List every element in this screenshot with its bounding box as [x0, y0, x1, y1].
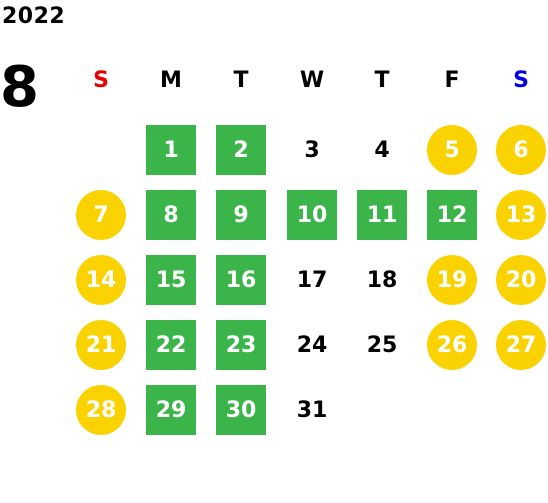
year-label: 2022 — [2, 4, 66, 29]
day-cell-22[interactable]: 22 — [146, 320, 196, 370]
day-cell-12[interactable]: 12 — [427, 190, 477, 240]
day-cell-9[interactable]: 9 — [216, 190, 266, 240]
day-cell-13[interactable]: 13 — [496, 190, 546, 240]
weekday-tue: T — [233, 68, 249, 93]
weekday-wed: W — [299, 68, 325, 93]
day-cell-8[interactable]: 8 — [146, 190, 196, 240]
day-cell-17[interactable]: 17 — [296, 267, 328, 293]
day-cell-30[interactable]: 30 — [216, 385, 266, 435]
day-cell-20[interactable]: 20 — [496, 255, 546, 305]
weekday-sat: S — [513, 68, 529, 93]
weekday-mon: M — [160, 68, 182, 93]
day-cell-31[interactable]: 31 — [296, 397, 328, 423]
day-cell-27[interactable]: 27 — [496, 320, 546, 370]
day-cell-5[interactable]: 5 — [427, 125, 477, 175]
day-cell-18[interactable]: 18 — [366, 267, 398, 293]
day-cell-16[interactable]: 16 — [216, 255, 266, 305]
day-cell-21[interactable]: 21 — [76, 320, 126, 370]
day-cell-11[interactable]: 11 — [357, 190, 407, 240]
day-cell-23[interactable]: 23 — [216, 320, 266, 370]
day-cell-1[interactable]: 1 — [146, 125, 196, 175]
day-cell-25[interactable]: 25 — [366, 332, 398, 358]
weekday-fri: F — [444, 68, 460, 93]
weekday-thu: T — [374, 68, 390, 93]
month-number: 8 — [0, 55, 39, 120]
weekday-sun: S — [93, 68, 109, 93]
day-cell-29[interactable]: 29 — [146, 385, 196, 435]
day-cell-28[interactable]: 28 — [76, 385, 126, 435]
day-cell-3[interactable]: 3 — [304, 137, 320, 163]
day-cell-7[interactable]: 7 — [76, 190, 126, 240]
day-cell-19[interactable]: 19 — [427, 255, 477, 305]
day-cell-15[interactable]: 15 — [146, 255, 196, 305]
day-cell-26[interactable]: 26 — [427, 320, 477, 370]
day-cell-2[interactable]: 2 — [216, 125, 266, 175]
day-cell-6[interactable]: 6 — [496, 125, 546, 175]
day-cell-14[interactable]: 14 — [76, 255, 126, 305]
day-cell-4[interactable]: 4 — [374, 137, 390, 163]
day-cell-10[interactable]: 10 — [287, 190, 337, 240]
day-cell-24[interactable]: 24 — [296, 332, 328, 358]
